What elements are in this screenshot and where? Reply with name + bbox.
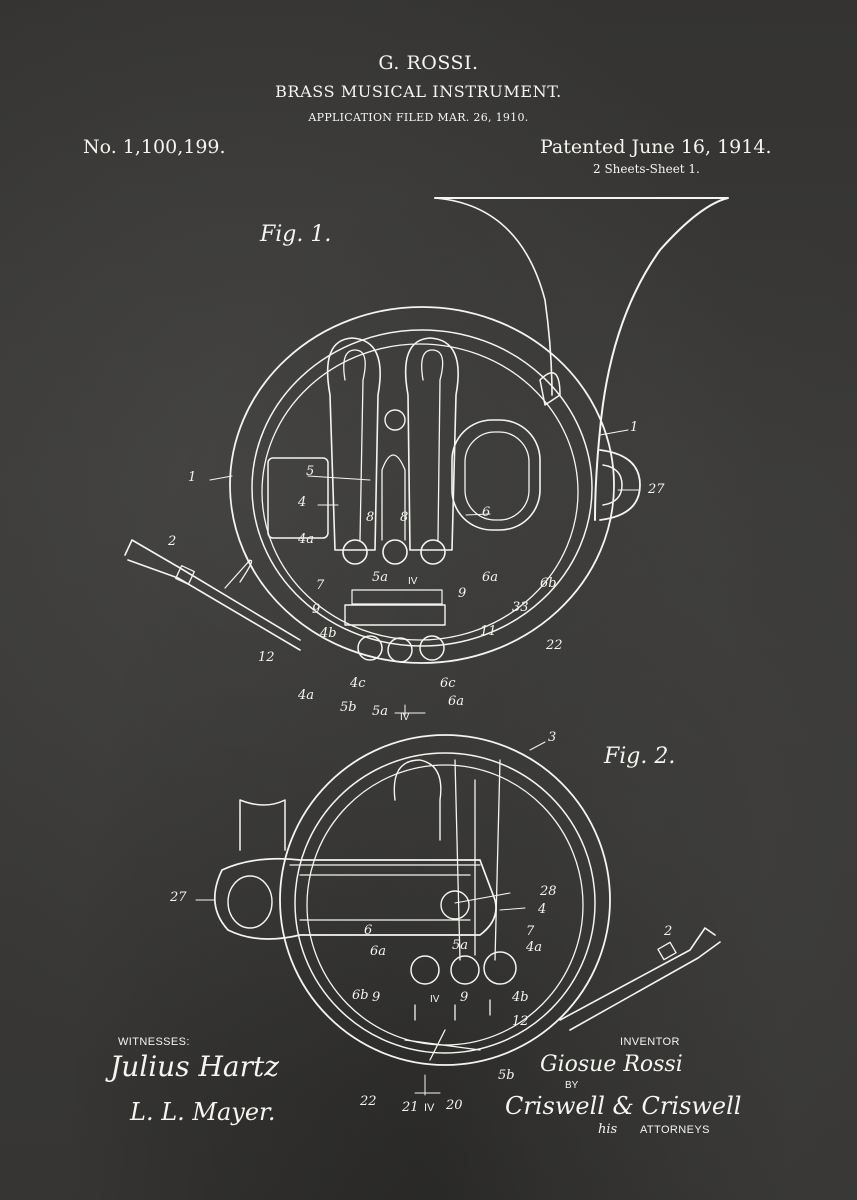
- fig2-label: 12: [512, 1014, 529, 1029]
- fig2-label: 5a: [452, 938, 469, 953]
- attorneys-signature: Criswell & Criswell: [505, 1092, 742, 1120]
- fig2-label: 22: [360, 1094, 377, 1109]
- fig2-label: 27: [170, 890, 187, 905]
- inventor-signature: Giosue Rossi: [540, 1052, 683, 1077]
- fig2-label: 4: [538, 902, 547, 917]
- attorneys-prefix: his: [598, 1122, 618, 1137]
- fig2-label: IV: [430, 994, 440, 1005]
- sheet-count: 2 Sheets-Sheet 1.: [593, 162, 700, 176]
- fig2-label: 6: [364, 923, 373, 938]
- fig2-label: 5b: [498, 1068, 515, 1083]
- inventor-label: INVENTOR: [620, 1036, 680, 1048]
- fig1-label: 6a: [448, 694, 465, 709]
- fig2-label: 21: [402, 1100, 419, 1115]
- fig1-label: 1: [188, 470, 197, 485]
- fig1-label: 5: [306, 464, 315, 479]
- fig1-label: 4c: [350, 676, 366, 691]
- application-filed-date: APPLICATION FILED MAR. 26, 1910.: [308, 111, 529, 124]
- fig2-label: 20: [446, 1098, 463, 1113]
- fig2-label: IV: [424, 1102, 435, 1114]
- figure-2-caption: Fig. 2.: [604, 744, 676, 769]
- fig2-label: 28: [540, 884, 557, 899]
- fig2-label: 6a: [370, 944, 387, 959]
- fig1-label: 12: [258, 650, 275, 665]
- fig1-label: 6b: [540, 576, 557, 591]
- fig1-label: 1: [630, 420, 639, 435]
- fig2-label: 4b: [512, 990, 529, 1005]
- inventor-name-heading: G. ROSSI.: [378, 52, 479, 74]
- fig1-label: 7: [316, 578, 325, 593]
- fig2-label: 9: [460, 990, 469, 1005]
- patent-title: BRASS MUSICAL INSTRUMENT.: [275, 82, 562, 101]
- fig1-label: 5b: [340, 700, 357, 715]
- fig1-label: 4a: [298, 688, 315, 703]
- fig2-label: 3: [548, 730, 557, 745]
- figure-1-caption: Fig. 1.: [260, 222, 332, 247]
- fig1-label: IV: [400, 712, 410, 723]
- patent-number: No. 1,100,199.: [83, 136, 226, 158]
- fig1-label: 6a: [482, 570, 499, 585]
- fig1-label: 4a: [298, 532, 315, 547]
- fig1-label: 11: [480, 624, 497, 639]
- witness-1-signature: Julius Hartz: [110, 1050, 279, 1083]
- fig1-label: 6: [482, 505, 491, 520]
- fig1-label: 4: [298, 495, 307, 510]
- fig2-label: 4a: [526, 940, 543, 955]
- fig1-label: 9: [312, 602, 321, 617]
- fig1-label: 22: [546, 638, 563, 653]
- fig1-label: 33: [512, 600, 529, 615]
- fig1-label: IV: [408, 576, 418, 587]
- fig1-label: 5a: [372, 570, 389, 585]
- witnesses-label: WITNESSES:: [118, 1036, 190, 1048]
- fig1-label: 8: [366, 510, 375, 525]
- attorneys-label: ATTORNEYS: [640, 1124, 710, 1136]
- witness-2-signature: L. L. Mayer.: [130, 1098, 276, 1126]
- fig1-label: 8: [400, 510, 409, 525]
- patented-date: Patented June 16, 1914.: [540, 136, 772, 158]
- fig1-label: 27: [648, 482, 665, 497]
- fig2-label: 6b: [352, 988, 369, 1003]
- fig1-label: 9: [458, 586, 467, 601]
- fig2-label: 7: [526, 924, 535, 939]
- by-label: BY: [565, 1080, 579, 1091]
- fig2-label: 9: [372, 990, 381, 1005]
- fig1-label: 6c: [440, 676, 456, 691]
- fig1-label: 5a: [372, 704, 389, 719]
- fig2-label: 2: [664, 924, 673, 939]
- fig1-label: 2: [168, 534, 177, 549]
- fig1-label: 4b: [320, 626, 337, 641]
